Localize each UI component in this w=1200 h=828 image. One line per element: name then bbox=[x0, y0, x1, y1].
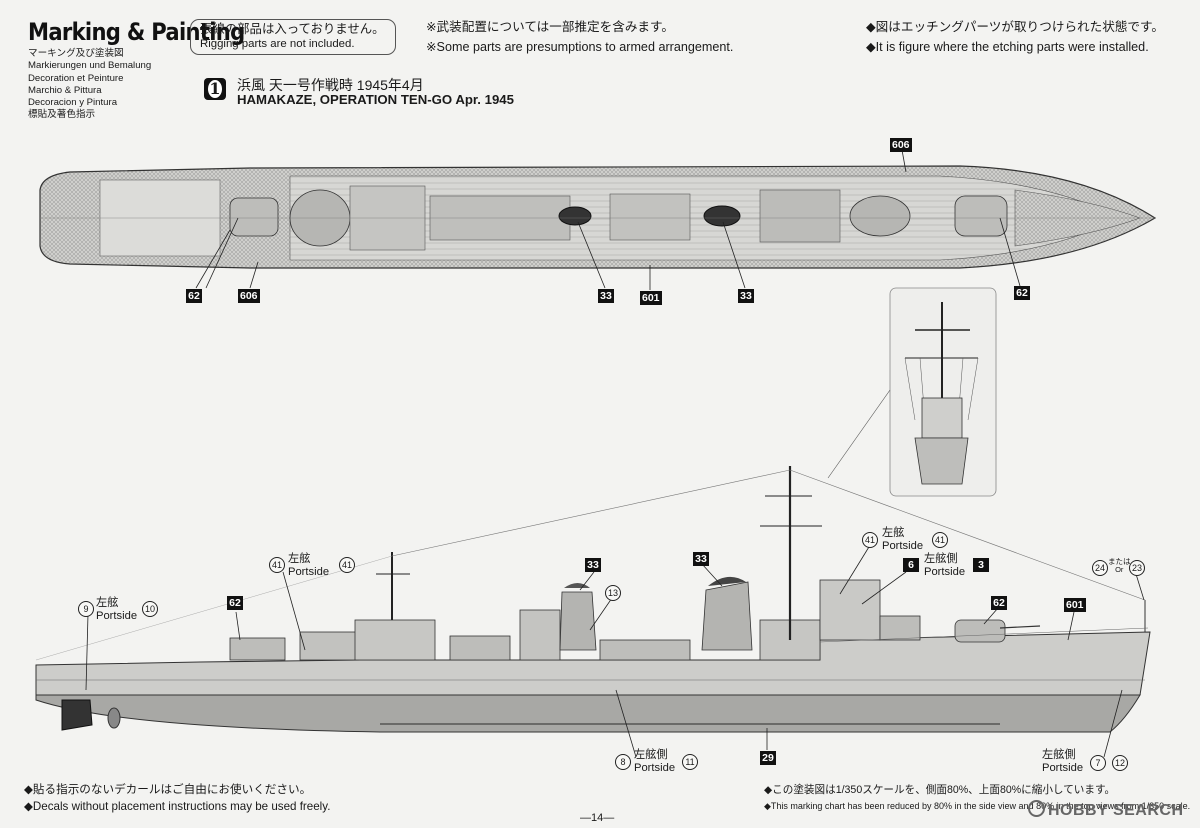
subtitle-fr: Decoration et Peinture bbox=[28, 72, 124, 84]
scheme-number: 1 bbox=[209, 79, 221, 98]
armament-note-ja: ※武装配置については一部推定を含みます。 bbox=[426, 20, 674, 34]
decal-601-side: 601 bbox=[1064, 598, 1086, 612]
callout-24: 24 bbox=[1092, 560, 1108, 576]
port-side-ja-label: 左舷側 bbox=[924, 553, 958, 565]
decal-62-side-left: 62 bbox=[227, 596, 243, 610]
rigging-note: 張線の部品は入っておりません。 Rigging parts are not in… bbox=[190, 19, 396, 55]
decal-606-top-left: 606 bbox=[238, 289, 260, 303]
armament-note: ※武装配置については一部推定を含みます。 ※Some parts are pre… bbox=[426, 17, 733, 57]
decal-33-side-right: 33 bbox=[693, 552, 709, 566]
portside-label: Portside bbox=[882, 539, 924, 552]
decal-33-side-mid: 33 bbox=[585, 558, 601, 572]
scheme-title-ja: 浜風 天一号作戦時 1945年4月 bbox=[237, 77, 424, 93]
etching-note: ◆図はエッチングパーツが取りつけられた状態です。 ◆It is figure w… bbox=[866, 17, 1164, 57]
scheme-number-badge: 1 bbox=[204, 78, 226, 100]
page-title: Marking & Painting bbox=[28, 18, 245, 46]
page-number: —14— bbox=[580, 812, 615, 824]
scale-note: ◆この塗装図は1/350スケールを、側面80%、上面80%に縮小しています。 ◆… bbox=[764, 782, 1190, 814]
callout-41-a-label: 左舷 Portside bbox=[288, 553, 329, 578]
watermark-text: HOBBY SEARCH bbox=[1048, 802, 1184, 819]
watermark: HOBBY SEARCH bbox=[1028, 800, 1184, 820]
port-side-ja-label: 左舷側 bbox=[1042, 749, 1076, 761]
port-ja-label: 左舷 bbox=[288, 553, 311, 565]
decal-free-note: ◆貼る指示のないデカールはご自由にお使いください。 ◆Decals withou… bbox=[24, 782, 330, 815]
decal-33-top-mid: 33 bbox=[598, 289, 614, 303]
decal-601-top: 601 bbox=[640, 291, 662, 305]
decal-606-top: 606 bbox=[890, 138, 912, 152]
etching-note-en: ◆It is figure where the etching parts we… bbox=[866, 40, 1149, 54]
callout-7: 7 bbox=[1090, 755, 1106, 771]
portside-label: Portside bbox=[634, 761, 676, 774]
portside-label: Portside bbox=[924, 565, 966, 578]
callout-7-label: 左舷側 Portside bbox=[1042, 749, 1083, 774]
port-ja-label: 左舷 bbox=[882, 527, 905, 539]
callout-9-label: 左舷 Portside bbox=[96, 597, 137, 622]
decal-33-top-right: 33 bbox=[738, 289, 754, 303]
top-view bbox=[39, 149, 1157, 290]
port-side-ja-label: 左舷側 bbox=[634, 749, 668, 761]
scheme-title-en: HAMAKAZE, OPERATION TEN-GO Apr. 1945 bbox=[237, 92, 514, 107]
rigging-note-en: Rigging parts are not included. bbox=[200, 38, 355, 50]
armament-note-en: ※Some parts are presumptions to armed ar… bbox=[426, 40, 734, 54]
callout-9: 9 bbox=[78, 601, 94, 617]
callout-41-c-label: 左舷 Portside bbox=[882, 527, 923, 552]
callout-41-a: 41 bbox=[269, 557, 285, 573]
scale-note-ja: ◆この塗装図は1/350スケールを、側面80%、上面80%に縮小しています。 bbox=[764, 784, 1116, 796]
subtitle-it: Marchio & Pittura bbox=[28, 84, 102, 96]
or-ja-label: または bbox=[1108, 557, 1131, 566]
callout-41-b: 41 bbox=[339, 557, 355, 573]
portside-label: Portside bbox=[288, 565, 330, 578]
decal-29-side: 29 bbox=[760, 751, 776, 765]
decal-3-side: 3 bbox=[973, 558, 989, 572]
callout-12: 12 bbox=[1112, 755, 1128, 771]
side-view bbox=[35, 466, 1151, 758]
etching-note-ja: ◆図はエッチングパーツが取りつけられた状態です。 bbox=[866, 20, 1164, 34]
rigging-note-ja: 張線の部品は入っておりません。 bbox=[200, 22, 385, 36]
callout-11: 11 bbox=[682, 754, 698, 770]
portside-label: Portside bbox=[1042, 761, 1084, 774]
portside-label: Portside bbox=[96, 609, 138, 622]
callout-41-c: 41 bbox=[862, 532, 878, 548]
callout-10: 10 bbox=[142, 601, 158, 617]
port-ja-label: 左舷 bbox=[96, 597, 119, 609]
callout-8: 8 bbox=[615, 754, 631, 770]
scale-note-en: ◆This marking chart has been reduced by … bbox=[764, 801, 1191, 811]
decal-62-top-left: 62 bbox=[186, 289, 202, 303]
watermark-logo-icon bbox=[1028, 800, 1045, 817]
callout-6-label: 左舷側 Portside bbox=[924, 553, 965, 578]
decal-62-top-right: 62 bbox=[1014, 286, 1030, 300]
subtitle-list: マーキング及び塗装図 Markierungen und Bemalung Dec… bbox=[28, 48, 151, 122]
callout-41-d: 41 bbox=[932, 532, 948, 548]
subtitle-zh: 標貼及著色指示 bbox=[28, 109, 96, 121]
callout-8-label: 左舷側 Portside bbox=[634, 749, 675, 774]
decal-62-side-right: 62 bbox=[991, 596, 1007, 610]
mast-detail-inset bbox=[827, 287, 997, 497]
or-label: または Or bbox=[1108, 558, 1131, 574]
or-en-label: Or bbox=[1115, 565, 1124, 574]
decal-6-side: 6 bbox=[903, 558, 919, 572]
callout-13: 13 bbox=[605, 585, 621, 601]
side-hull-lower bbox=[35, 694, 1141, 733]
decal-free-note-en: ◆Decals without placement instructions m… bbox=[24, 799, 331, 813]
subtitle-es: Decoracion y Pintura bbox=[28, 97, 118, 109]
subtitle-ja: マーキング及び塗装図 bbox=[28, 48, 124, 59]
subtitle-de: Markierungen und Bemalung bbox=[28, 60, 152, 72]
callout-23: 23 bbox=[1129, 560, 1145, 576]
decal-free-note-ja: ◆貼る指示のないデカールはご自由にお使いください。 bbox=[24, 783, 312, 796]
